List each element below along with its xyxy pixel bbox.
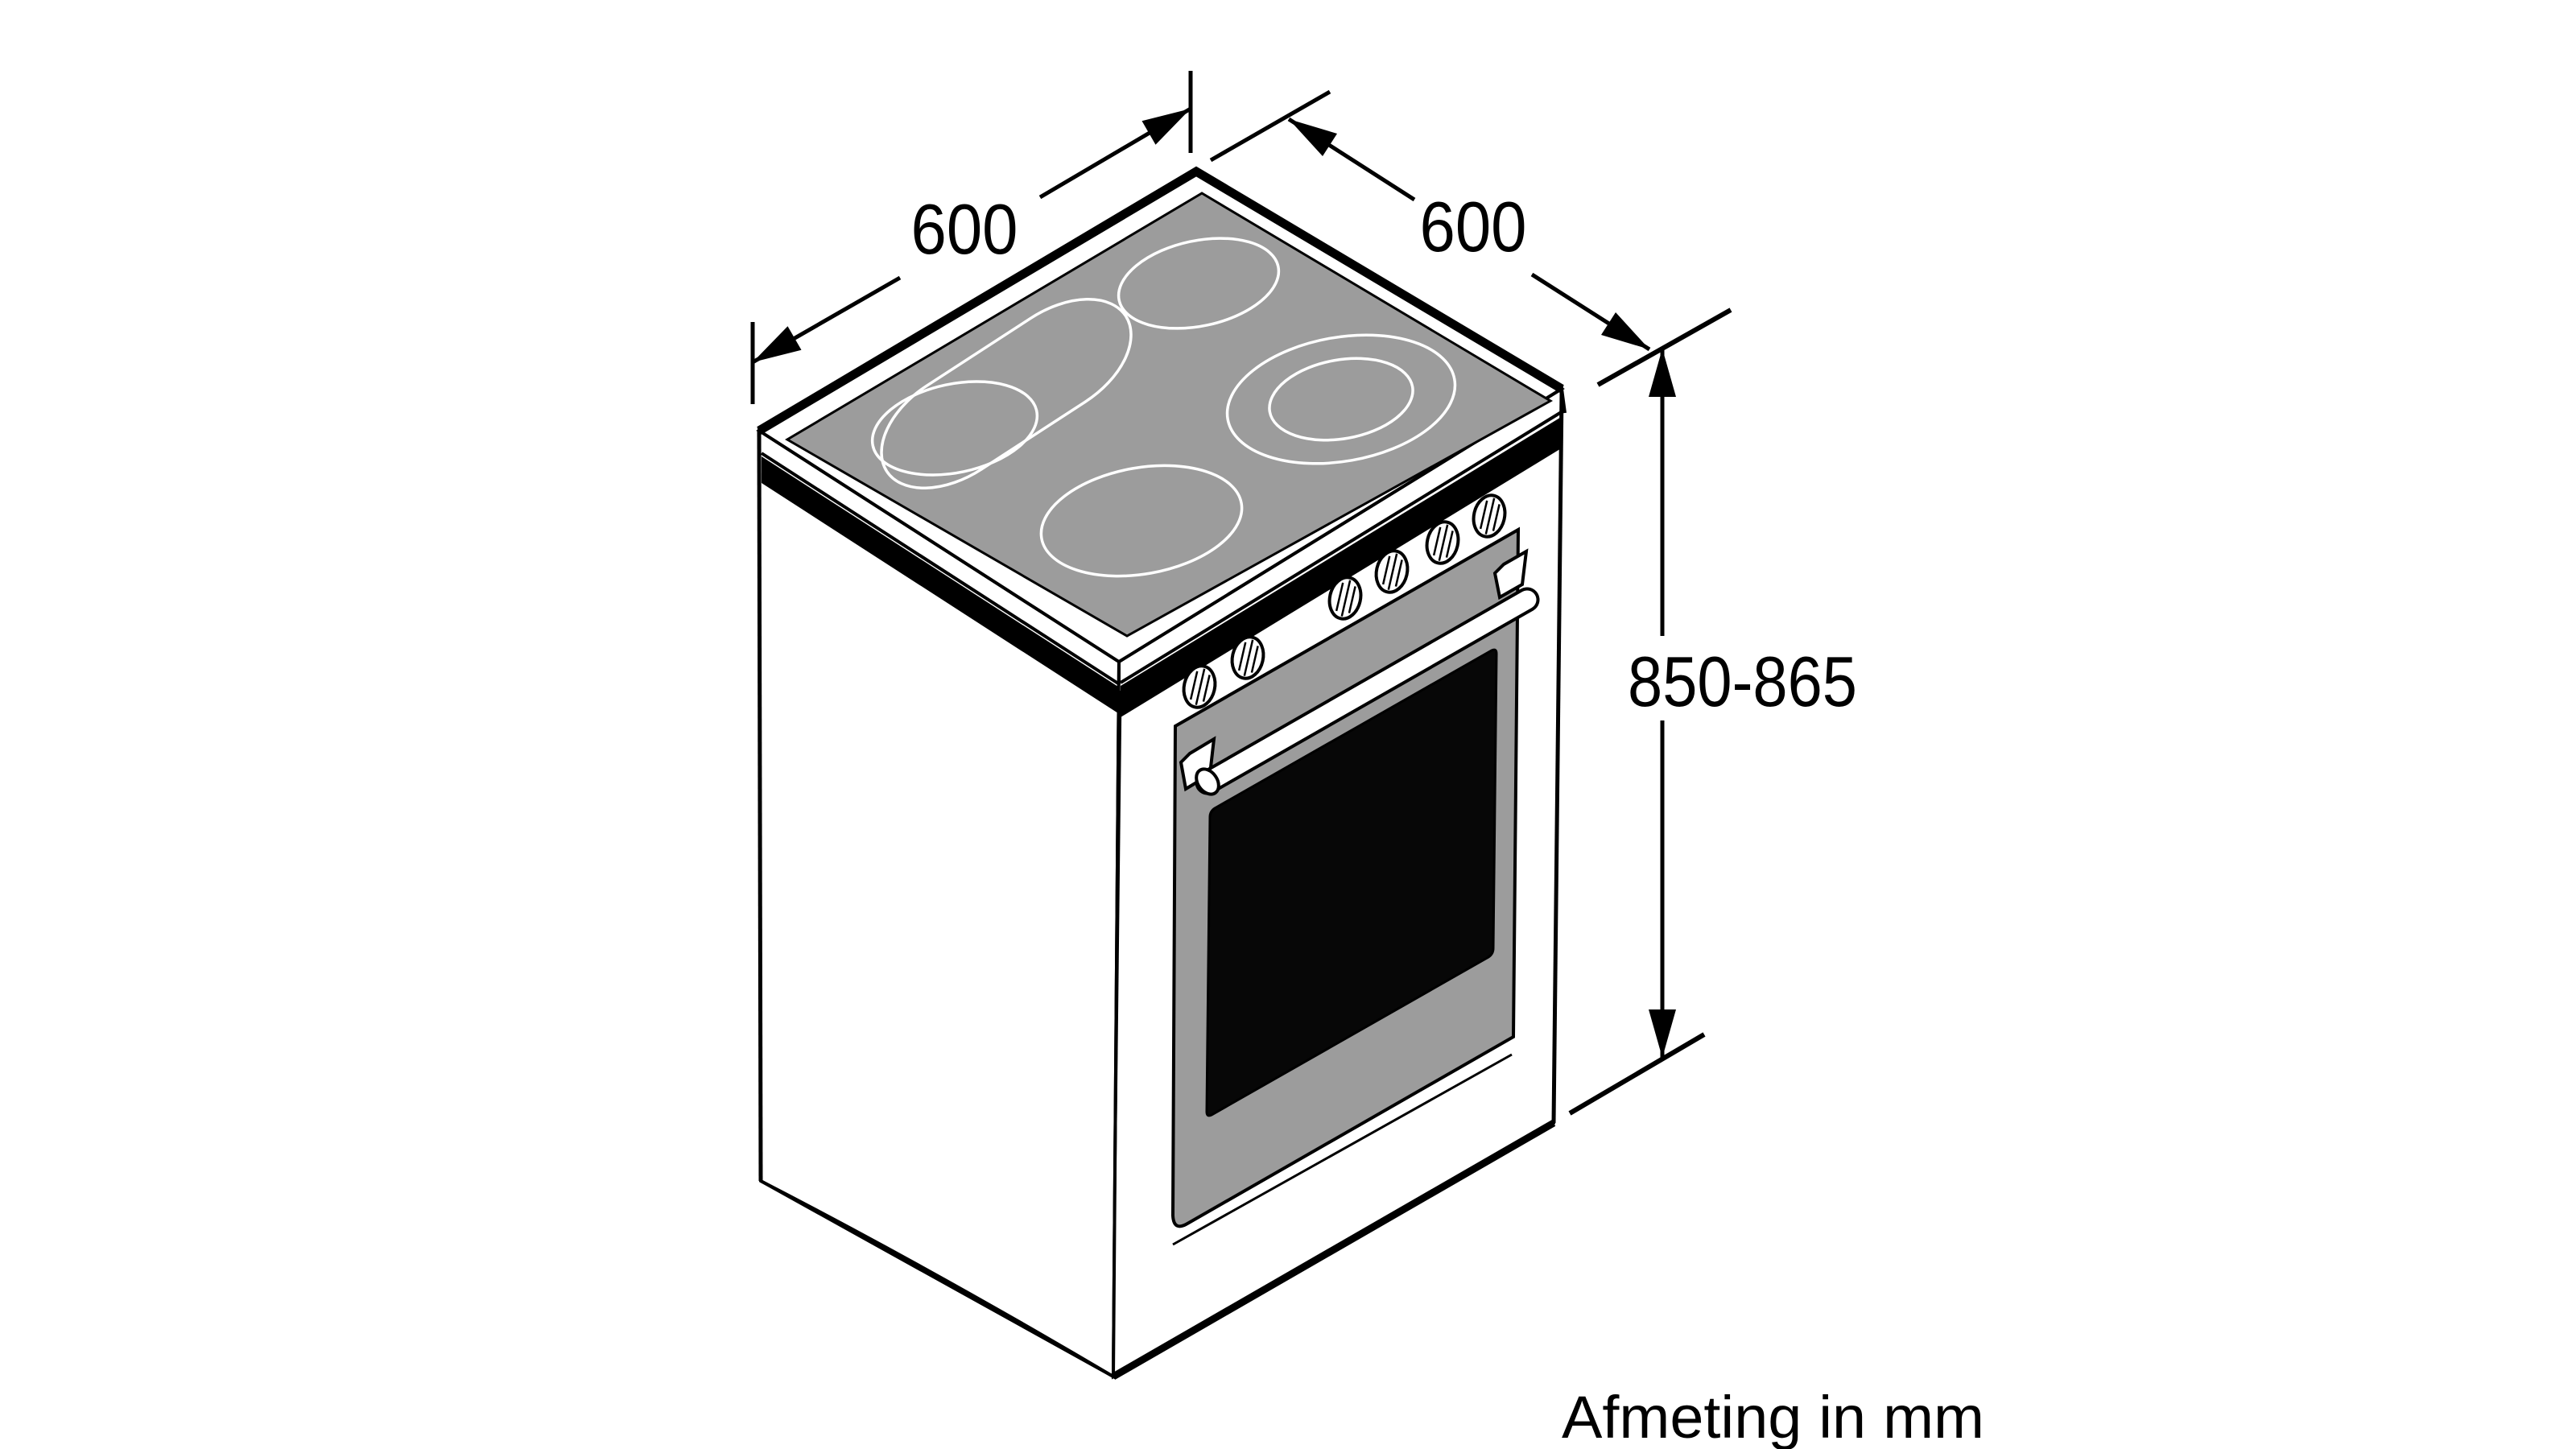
- hob-burners: [870, 237, 1457, 578]
- depth-dimension-label: 600: [1420, 187, 1527, 266]
- depth-arrowhead-lower: [1601, 312, 1649, 349]
- height-dimension-label: 850-865: [1628, 642, 1857, 721]
- height-arrowhead-bottom: [1649, 1009, 1676, 1058]
- width-arrowhead-right: [1141, 109, 1191, 145]
- control-knobs: [1182, 493, 1507, 709]
- trim-band-front: [1121, 416, 1563, 717]
- handle-bracket-right: [1492, 548, 1529, 601]
- handle-bar: [1198, 590, 1537, 792]
- height-dimension: 850-865: [1568, 349, 1857, 1116]
- right-vertical-edge: [1551, 391, 1564, 1124]
- width-dimension-label: 600: [911, 189, 1018, 269]
- height-ext-line-bottom: [1568, 1032, 1706, 1116]
- depth-ext-line-right: [1596, 308, 1732, 387]
- dimension-annotations: 600 600 850-865 Afmeting in mm: [750, 71, 1984, 1449]
- left-vertical-edge: [757, 430, 763, 1182]
- width-dimension: 600: [750, 71, 1193, 404]
- cooktop-back-edges: [757, 166, 1564, 435]
- ceramic-glass: [785, 192, 1554, 638]
- cooker-illustration: [756, 166, 1567, 1380]
- bottom-front-edge: [1111, 1120, 1556, 1380]
- knob-2: [1230, 635, 1265, 680]
- knob-1: [1182, 664, 1217, 709]
- units-caption: Afmeting in mm: [1562, 1384, 1984, 1449]
- knob-3: [1327, 576, 1363, 621]
- depth-dimension: 600: [1209, 89, 1732, 387]
- height-arrowhead-top: [1649, 349, 1676, 397]
- depth-ext-line-apex: [1209, 89, 1331, 163]
- burner-back: [1117, 237, 1281, 330]
- front-left-edge-inner-line: [1113, 690, 1122, 1196]
- depth-arrowhead-upper: [1289, 119, 1337, 156]
- oven-door-handle: [1179, 548, 1540, 796]
- drawer-split-line: [1172, 1053, 1513, 1246]
- width-arrowhead-left: [753, 326, 802, 362]
- burner-front: [1039, 464, 1244, 578]
- burner-left-extendable: [870, 298, 1133, 489]
- rim-bottom-edge-side: [760, 452, 1120, 685]
- oven-window: [1205, 648, 1498, 1117]
- knob-6: [1472, 493, 1507, 539]
- side-bottom-edge: [760, 1179, 1115, 1378]
- rim-bottom-edge-front: [1119, 410, 1564, 684]
- burner-right-dual-zone: [1225, 333, 1457, 465]
- knob-4: [1374, 549, 1410, 594]
- trim-band-side: [762, 456, 1118, 713]
- knob-5: [1425, 520, 1460, 565]
- handle-end-cap: [1195, 767, 1220, 796]
